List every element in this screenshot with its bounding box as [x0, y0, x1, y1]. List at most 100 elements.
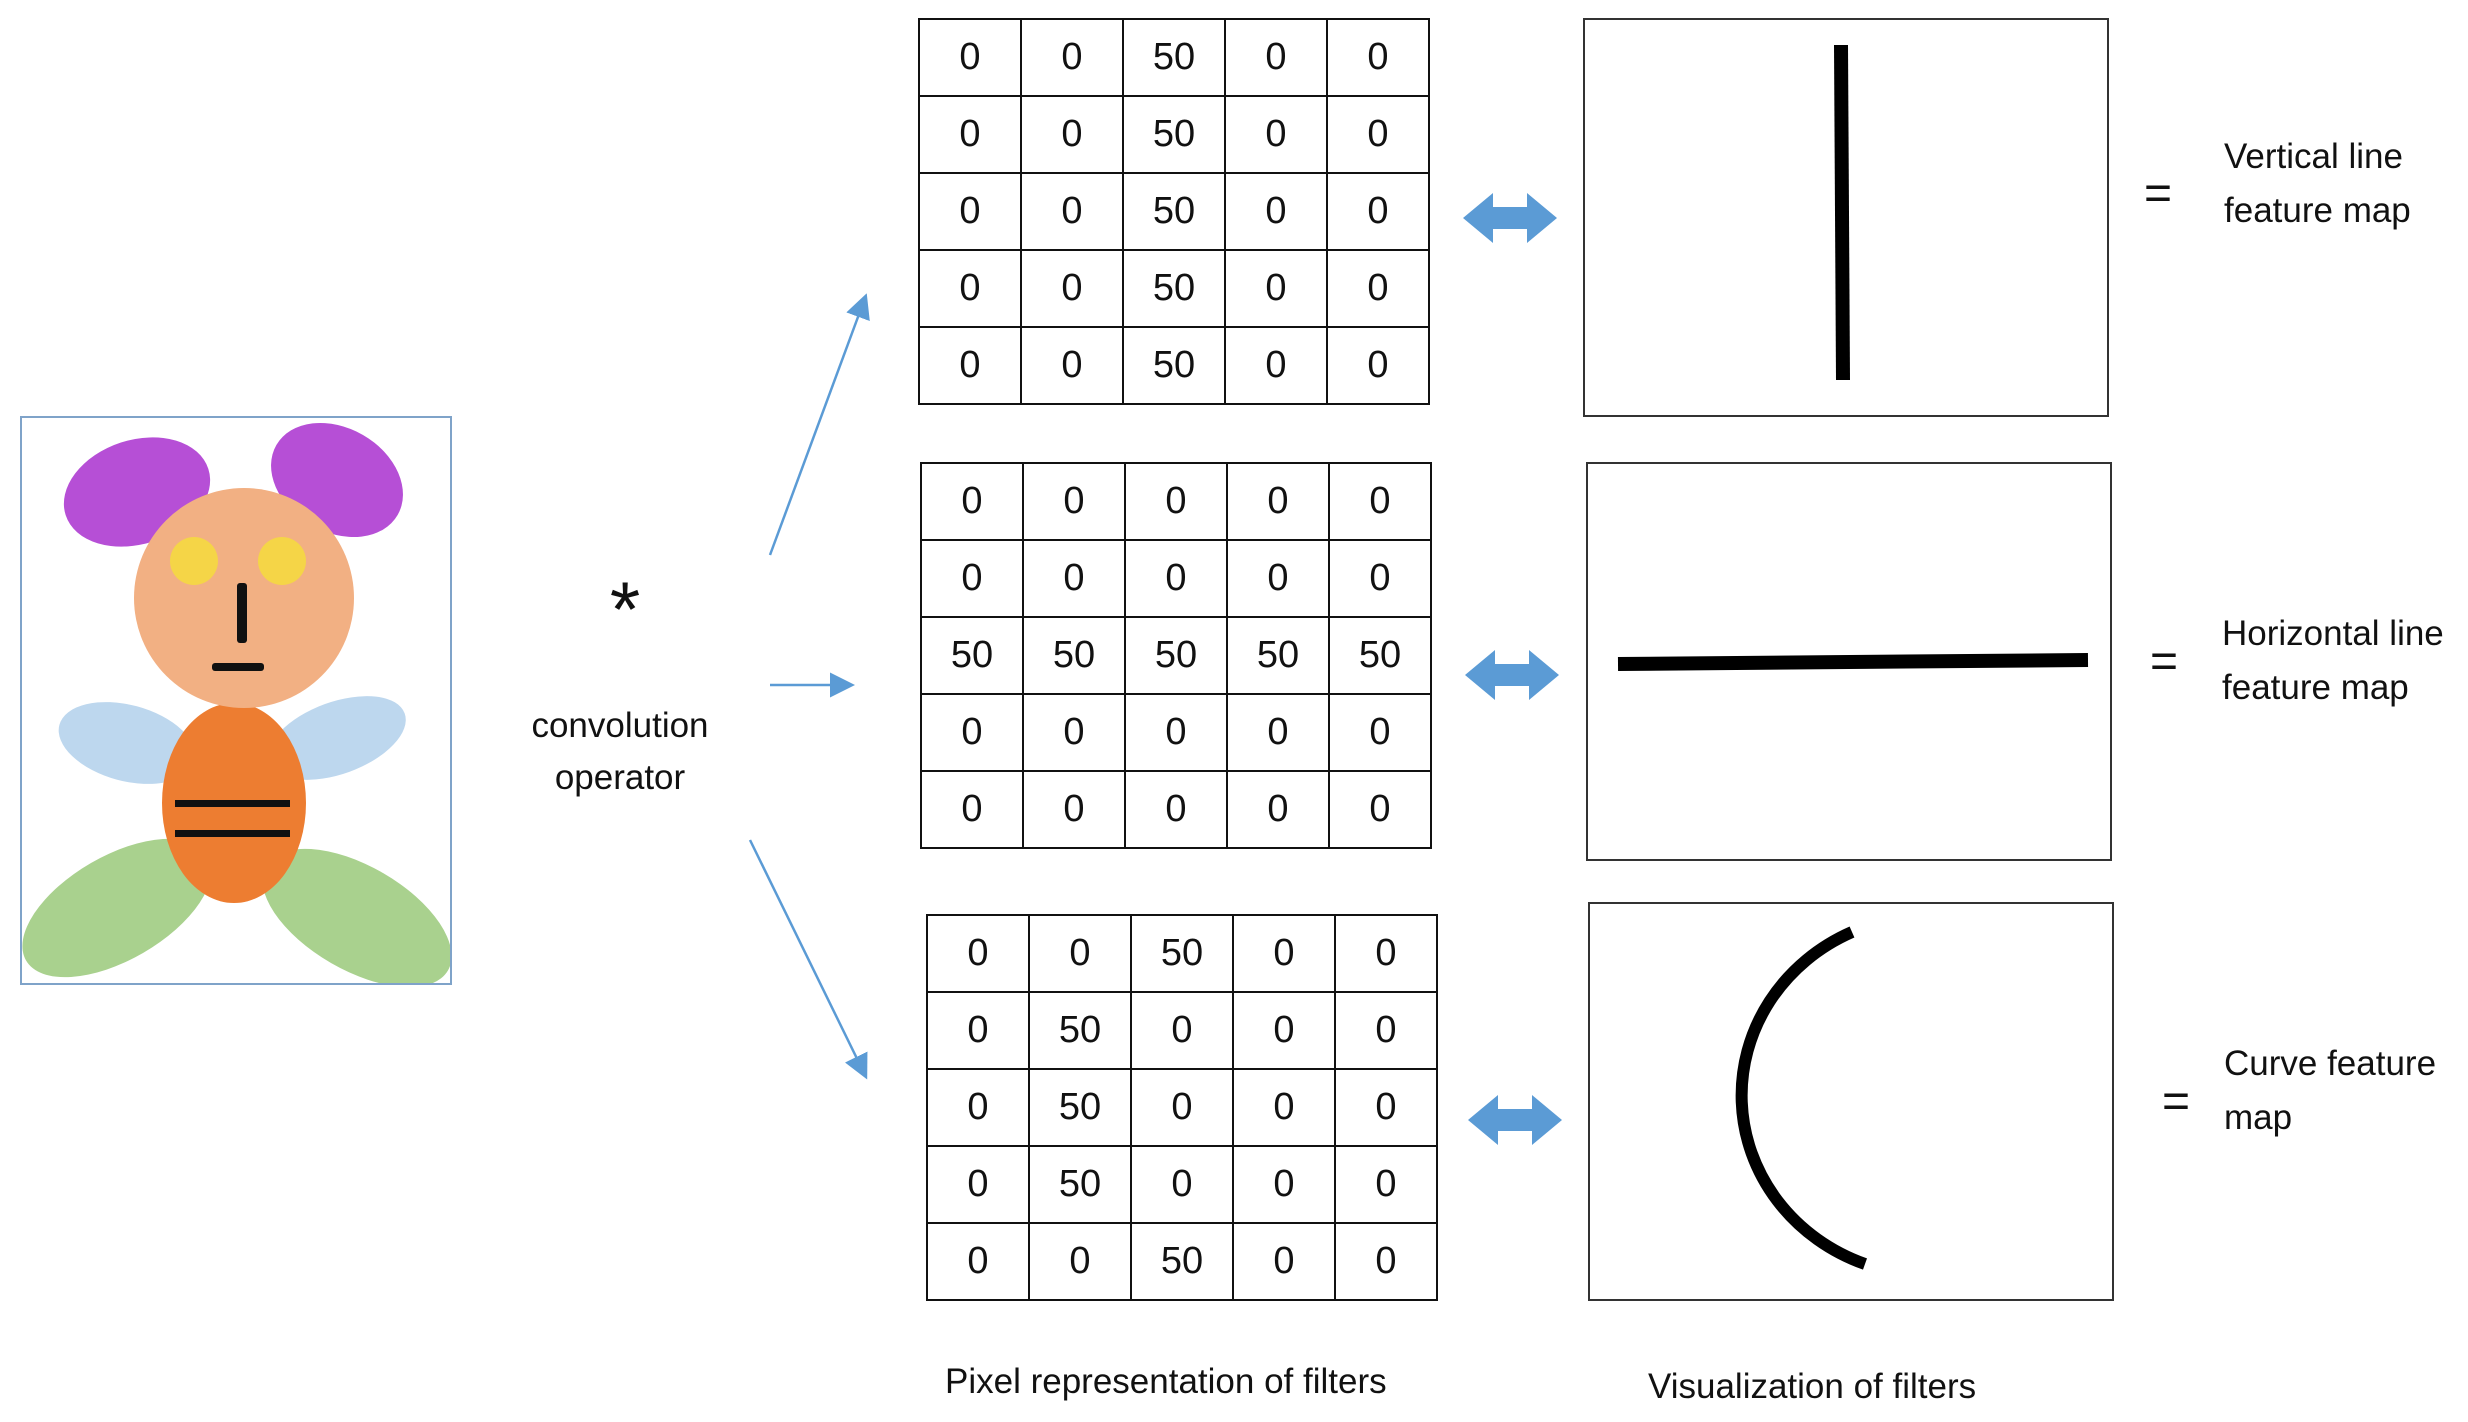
horizontal-line	[1617, 653, 2089, 671]
filter-cell: 0	[1020, 18, 1124, 97]
filter-cell: 0	[920, 770, 1024, 849]
equals-sign-1: =	[2143, 167, 2173, 220]
filter-cell: 0	[1028, 914, 1132, 993]
filter-cell: 50	[1028, 991, 1132, 1070]
filter-cell: 0	[1326, 95, 1430, 174]
filter-cell: 0	[926, 914, 1030, 993]
filter-cell: 0	[1022, 462, 1126, 541]
filter-cell: 50	[1122, 249, 1226, 328]
filter-cell: 50	[1028, 1068, 1132, 1147]
filter-cell: 50	[1328, 616, 1432, 695]
filter-cell: 0	[1226, 693, 1330, 772]
arrow-to-curve-filter	[748, 839, 868, 1080]
filter-cell: 0	[1232, 991, 1336, 1070]
curve-feature-map-label: Curve feature map	[2224, 1037, 2468, 1145]
label-line: map	[2224, 1098, 2293, 1137]
filter-cell: 0	[1328, 770, 1432, 849]
filter-cell: 0	[1022, 770, 1126, 849]
filter-cell: 50	[1130, 1222, 1234, 1301]
filter-cell: 0	[1124, 462, 1228, 541]
filter-cell: 0	[1326, 18, 1430, 97]
filter-cell: 0	[1022, 693, 1126, 772]
curve-visualization	[1588, 902, 2114, 1301]
equals-sign-3: =	[2161, 1075, 2191, 1128]
input-image-character	[20, 416, 452, 985]
double-arrow-1	[1463, 193, 1557, 243]
filter-cell: 0	[918, 249, 1022, 328]
filter-cell: 0	[1224, 249, 1328, 328]
filter-cell: 0	[1224, 172, 1328, 251]
filter-cell: 0	[1334, 1222, 1438, 1301]
filter-cell: 50	[1122, 326, 1226, 405]
filter-cell: 0	[1130, 1145, 1234, 1224]
nose	[237, 583, 247, 643]
filter-cell: 50	[1028, 1145, 1132, 1224]
label-line: feature map	[2224, 191, 2411, 230]
filter-cell: 50	[1122, 18, 1226, 97]
vertical-line-visualization	[1583, 18, 2109, 417]
filter-cell: 50	[920, 616, 1024, 695]
label-line: Curve feature	[2224, 1044, 2437, 1083]
pixel-representation-caption: Pixel representation of filters	[945, 1362, 1387, 1401]
filter-cell: 0	[1130, 991, 1234, 1070]
convolution-label: convolution operator	[500, 700, 740, 804]
filter-cell: 0	[1124, 770, 1228, 849]
filter-cell: 0	[918, 326, 1022, 405]
convolution-label-line2: operator	[554, 758, 686, 797]
filter-cell: 0	[918, 95, 1022, 174]
filter-cell: 50	[1130, 914, 1234, 993]
filter-cell: 0	[1020, 249, 1124, 328]
filter-cell: 0	[1326, 249, 1430, 328]
label-line: feature map	[2222, 668, 2409, 707]
filter-cell: 0	[1232, 1222, 1336, 1301]
filter-cell: 0	[1028, 1222, 1132, 1301]
label-line: Vertical line	[2224, 137, 2403, 176]
filter-cell: 0	[1232, 1145, 1336, 1224]
vertical-line	[1834, 44, 1850, 381]
filter-cell: 0	[1124, 693, 1228, 772]
vertical-line-feature-map-label: Vertical line feature map	[2224, 130, 2468, 238]
filter-cell: 0	[918, 172, 1022, 251]
filter-cell: 0	[1226, 539, 1330, 618]
label-line: Horizontal line	[2222, 614, 2444, 653]
left-leg	[22, 838, 212, 978]
filter-cell: 0	[1334, 991, 1438, 1070]
horizontal-line-feature-map-label: Horizontal line feature map	[2222, 607, 2468, 715]
filter-cell: 0	[1226, 770, 1330, 849]
filter-cell: 0	[926, 1145, 1030, 1224]
filter-cell: 0	[920, 693, 1024, 772]
filter-cell: 0	[1334, 914, 1438, 993]
filter-cell: 0	[1334, 1145, 1438, 1224]
filter-cell: 0	[1130, 1068, 1234, 1147]
filter-cell: 0	[1232, 1068, 1336, 1147]
filter-cell: 0	[1328, 539, 1432, 618]
convolution-symbol: *	[609, 565, 641, 653]
visualization-caption: Visualization of filters	[1648, 1367, 1977, 1406]
left-eye	[170, 537, 218, 585]
filter-cell: 0	[1020, 326, 1124, 405]
filter-cell: 0	[1124, 539, 1228, 618]
filter-cell: 50	[1226, 616, 1330, 695]
arrow-to-vertical-filter	[768, 293, 870, 556]
double-arrow-2	[1465, 650, 1559, 700]
right-leg	[262, 848, 450, 983]
filter-cell: 0	[926, 991, 1030, 1070]
filter-cell: 0	[920, 462, 1024, 541]
filter-cell: 0	[1020, 95, 1124, 174]
right-eye	[258, 537, 306, 585]
